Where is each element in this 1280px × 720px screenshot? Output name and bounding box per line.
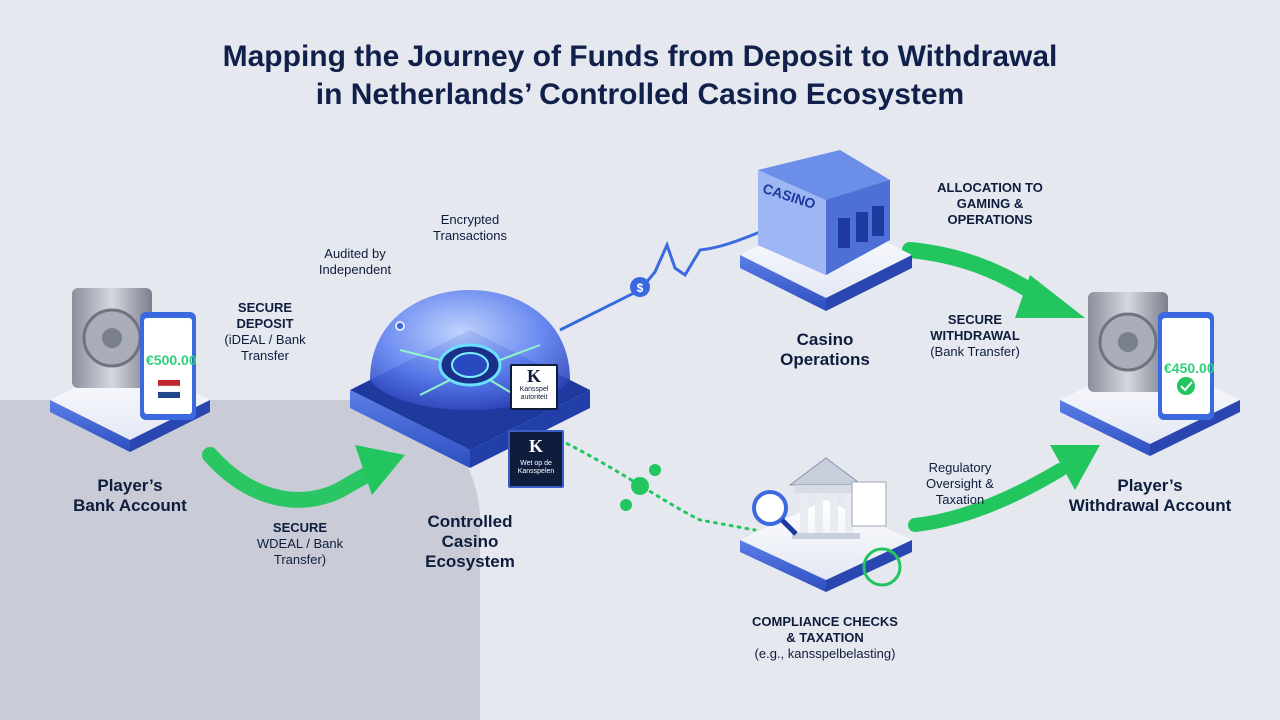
secure-wdeal-label: SECURE WDEAL / Bank Transfer) <box>256 520 344 567</box>
withdrawal-arrowhead <box>1050 445 1100 490</box>
encrypted-transaction-line <box>559 230 761 332</box>
withdrawal-flow-arrow <box>908 463 1067 532</box>
secure-deposit-label: SECURE DEPOSIT (iDEAL / Bank Transfer <box>224 300 306 363</box>
compliance-platform <box>740 457 912 592</box>
regulatory-label: Regulatory Oversight & Taxation <box>926 460 994 507</box>
allocation-arrowhead <box>1015 275 1085 318</box>
title-line-1: Mapping the Journey of Funds from Deposi… <box>222 40 1058 73</box>
deposit-amount: €500.00 <box>146 352 197 368</box>
withdrawal-amount: €450.00 <box>1164 360 1215 376</box>
deposit-flow-arrow <box>202 447 383 508</box>
player-bank-label: Player’s Bank Account <box>73 476 187 515</box>
compliance-label: COMPLIANCE CHECKS & TAXATION (e.g., kans… <box>752 614 898 661</box>
allocation-label: ALLOCATION TO GAMING & OPERATIONS <box>937 180 1043 227</box>
dollar-coin-icon <box>631 477 649 495</box>
background-shape <box>0 400 480 720</box>
withdrawal-platform <box>1060 292 1240 456</box>
secure-withdrawal-label: SECURE WITHDRAWAL (Bank Transfer) <box>930 312 1020 359</box>
encrypted-label: Encrypted Transactions <box>433 212 507 243</box>
dollar-coin-icon-small <box>649 464 661 476</box>
wet-op-de-kansspelen-badge: K Wet op de Kansspelen <box>508 430 564 488</box>
casino-operations-platform <box>740 150 912 311</box>
player-bank-platform <box>50 288 210 452</box>
svg-text:$: $ <box>637 281 644 295</box>
withdrawal-account-label: Player’s Withdrawal Account <box>1068 476 1232 515</box>
kansspelautoriteit-badge: K Kansspel autoriteit <box>510 364 558 410</box>
deposit-arrowhead <box>355 445 405 495</box>
title-line-2: in Netherlands’ Controlled Casino Ecosys… <box>315 78 965 111</box>
casino-operations-label: Casino Operations <box>780 330 870 369</box>
dollar-node-icon <box>630 277 650 297</box>
dollar-coin-icon-small-2 <box>620 499 632 511</box>
page-title: Mapping the Journey of Funds from Deposi… <box>0 38 1280 114</box>
compliance-dotted-line <box>558 438 757 532</box>
controlled-ecosystem-label: Controlled Casino Ecosystem <box>425 512 515 571</box>
audited-label: Audited by Independent <box>318 246 392 277</box>
